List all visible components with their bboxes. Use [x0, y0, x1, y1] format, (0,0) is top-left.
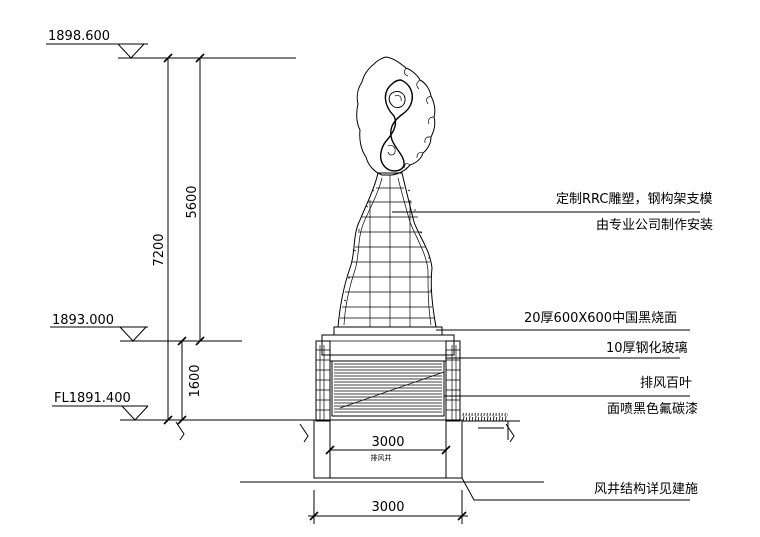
dimension-label-sculpture: 5600 [185, 185, 200, 218]
sculpture-body [337, 172, 437, 328]
annotation-glass: 10厚钢化玻璃 [446, 341, 688, 359]
annotation-shaft-text: 风井结构详见建施 [594, 482, 698, 497]
annotation-granite-text: 20厚600X600中国黑烧面 [524, 311, 677, 326]
elevation-marker-floor: FL1891.400 [52, 391, 315, 421]
annotation-sculpture: 定制RRC雕塑，钢构架支模 由专业公司制作安装 [392, 192, 713, 233]
annotation-paint-text: 面喷黑色氟碳漆 [607, 401, 698, 417]
annotation-sculpture-line1: 定制RRC雕塑，钢构架支模 [556, 192, 713, 207]
elevation-marker-top: 1898.600 [46, 29, 296, 59]
vent-shaft: 3000 排风井 [240, 419, 544, 483]
sculpture [337, 56, 437, 328]
dimension-base-height: 1600 [177, 336, 203, 425]
annotation-granite: 20厚600X600中国黑烧面 [436, 311, 690, 331]
ground-right [462, 413, 520, 440]
elevation-label-middle: 1893.000 [52, 313, 114, 328]
dimension-label-inner-width: 3000 [371, 435, 404, 450]
annotation-louver: 排风百叶 面喷黑色氟碳漆 [339, 371, 698, 417]
annotation-sculpture-line2: 由专业公司制作安装 [596, 218, 713, 233]
elevation-marker-middle: 1893.000 [50, 313, 242, 342]
dimension-sculpture-height: 5600 [185, 53, 205, 346]
break-marks [175, 421, 515, 443]
annotation-louver-text: 排风百叶 [640, 376, 692, 391]
vent-shaft-label: 排风井 [371, 453, 392, 462]
glass-band [329, 354, 447, 362]
granite-cap [321, 326, 455, 356]
dimension-label-base: 1600 [188, 364, 203, 397]
dimension-label-bottom-width: 3000 [371, 500, 404, 515]
louver-panel [331, 360, 445, 417]
annotation-shaft: 风井结构详见建施 [461, 477, 698, 501]
annotation-glass-text: 10厚钢化玻璃 [606, 341, 688, 356]
elevation-label-top: 1898.600 [48, 29, 110, 44]
dimension-label-total: 7200 [152, 233, 167, 266]
dimension-total-height: 7200 [152, 53, 173, 425]
sculpture-grid [340, 175, 434, 327]
dimension-bottom-width: 3000 [308, 490, 468, 524]
base-pilasters [315, 340, 461, 422]
elevation-label-floor: FL1891.400 [54, 391, 131, 406]
sculpture-ribbon [380, 79, 413, 172]
